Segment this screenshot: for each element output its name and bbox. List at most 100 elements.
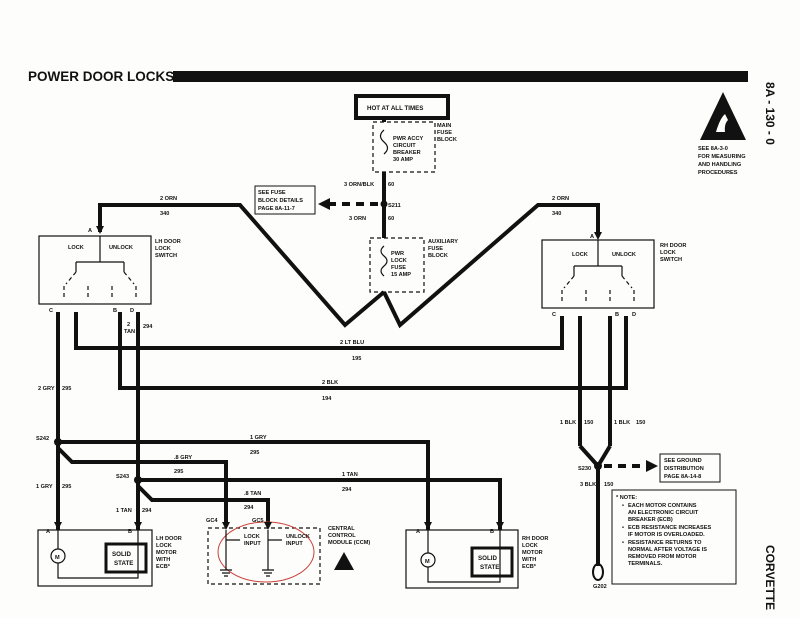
lh-switch-box — [38, 235, 152, 305]
svg-text:MAIN: MAIN — [437, 123, 451, 129]
fuse-symbol — [380, 245, 388, 277]
esd-line-1: SEE 8A-3-0 — [698, 146, 728, 152]
svg-text:BREAKER: BREAKER — [393, 150, 421, 156]
svg-text:LOCK: LOCK — [572, 252, 588, 258]
svg-text:1 BLK: 1 BLK — [560, 420, 576, 426]
svg-text:CENTRAL: CENTRAL — [328, 526, 355, 532]
gry-1-wire — [58, 440, 430, 530]
svg-text:195: 195 — [352, 356, 361, 362]
page-title: POWER DOOR LOCKS — [28, 69, 174, 84]
unlock-input-ground — [262, 530, 274, 577]
fuse-details-ref — [254, 185, 316, 215]
esd-warning-icon — [700, 92, 746, 140]
tan-8-wire — [136, 484, 270, 522]
svg-text:3 ORN: 3 ORN — [349, 216, 366, 222]
svg-text:EACH MOTOR CONTAINS: EACH MOTOR CONTAINS — [628, 503, 697, 509]
svg-text:PWR: PWR — [391, 251, 404, 257]
svg-text:1 BLK: 1 BLK — [614, 420, 630, 426]
svg-text:NORMAL AFTER VOLTAGE IS: NORMAL AFTER VOLTAGE IS — [628, 547, 707, 553]
svg-text:A: A — [416, 529, 420, 535]
svg-text:LOCK: LOCK — [660, 250, 676, 256]
svg-text:295: 295 — [62, 386, 71, 392]
svg-text:S230: S230 — [578, 466, 591, 472]
svg-text:294: 294 — [143, 324, 153, 330]
svg-text:LOCK: LOCK — [391, 258, 407, 264]
rh-orn-wire — [382, 203, 600, 329]
svg-text:A: A — [46, 529, 50, 535]
lh-orn-wire — [98, 203, 386, 328]
hot-label: HOT AT ALL TIMES — [367, 105, 423, 112]
ground-ref — [659, 453, 721, 483]
svg-text:ECB RESISTANCE INCREASES: ECB RESISTANCE INCREASES — [628, 525, 711, 531]
svg-text:LOCK: LOCK — [68, 245, 84, 251]
svg-text:ECB*: ECB* — [156, 564, 171, 570]
ground-eyelet-icon — [592, 563, 604, 581]
esd-line-3: AND HANDLING — [698, 162, 741, 168]
svg-text:SEE GROUND: SEE GROUND — [664, 458, 702, 464]
svg-text:SWITCH: SWITCH — [660, 257, 682, 263]
svg-text:G202: G202 — [593, 584, 607, 590]
tan-1-wire — [138, 478, 502, 530]
svg-text:3 BLK: 3 BLK — [580, 482, 596, 488]
svg-text:LOCK: LOCK — [522, 543, 538, 549]
svg-text:IF MOTOR IS OVERLOADED.: IF MOTOR IS OVERLOADED. — [628, 532, 705, 538]
svg-text:LH DOOR: LH DOOR — [155, 239, 181, 245]
svg-text:FUSE: FUSE — [391, 265, 406, 271]
svg-text:•: • — [622, 503, 624, 509]
svg-text:INPUT: INPUT — [286, 541, 303, 547]
svg-text:TERMINALS.: TERMINALS. — [628, 561, 663, 567]
svg-text:340: 340 — [552, 211, 561, 217]
lh-solid-state — [104, 542, 148, 574]
svg-text:B: B — [128, 529, 132, 535]
svg-text:LOCK: LOCK — [156, 543, 172, 549]
svg-text:GC5: GC5 — [252, 518, 264, 524]
svg-text:MODULE (CCM): MODULE (CCM) — [328, 540, 370, 546]
note-box — [611, 489, 737, 585]
svg-text:SOLID: SOLID — [112, 551, 131, 558]
esd-line-2: FOR MEASURING — [698, 154, 746, 160]
svg-text:BREAKER (ECB): BREAKER (ECB) — [628, 517, 673, 523]
svg-text:60: 60 — [388, 182, 394, 188]
svg-text:A: A — [590, 234, 594, 240]
svg-text:B: B — [490, 529, 494, 535]
svg-text:.8 GRY: .8 GRY — [174, 455, 192, 461]
svg-text:CIRCUIT: CIRCUIT — [393, 143, 416, 149]
svg-text:1 TAN: 1 TAN — [116, 508, 132, 514]
svg-text:UNLOCK: UNLOCK — [109, 245, 133, 251]
page-code: 8A - 130 - 0 — [763, 82, 777, 145]
svg-text:•: • — [622, 540, 624, 546]
svg-text:S211: S211 — [388, 203, 401, 209]
svg-text:C: C — [552, 312, 556, 318]
svg-text:BLOCK DETAILS: BLOCK DETAILS — [258, 198, 303, 204]
rh-motor-box — [405, 529, 519, 589]
esd-line-4: PROCEDURES — [698, 170, 738, 176]
svg-text:WITH: WITH — [522, 557, 536, 563]
svg-text:LH DOOR: LH DOOR — [156, 536, 182, 542]
svg-text:REMOVED FROM MOTOR: REMOVED FROM MOTOR — [628, 554, 697, 560]
svg-text:D: D — [130, 308, 134, 314]
svg-text:295: 295 — [174, 469, 183, 475]
svg-text:LOCK: LOCK — [155, 246, 171, 252]
svg-text:295: 295 — [250, 450, 259, 456]
svg-text:SEE FUSE: SEE FUSE — [258, 190, 286, 196]
svg-text:B: B — [615, 312, 619, 318]
svg-text:150: 150 — [584, 420, 593, 426]
svg-text:AN ELECTRONIC CIRCUIT: AN ELECTRONIC CIRCUIT — [628, 510, 699, 516]
lt-blu-wire — [74, 312, 564, 350]
svg-text:294: 294 — [244, 505, 254, 511]
svg-text:UNLOCK: UNLOCK — [612, 252, 636, 258]
svg-text:RH DOOR: RH DOOR — [522, 536, 548, 542]
svg-text:1 GRY: 1 GRY — [36, 484, 53, 490]
splice-s211 — [380, 200, 388, 208]
svg-text:PAGE 8A-11-7: PAGE 8A-11-7 — [258, 206, 295, 212]
svg-text:FUSE: FUSE — [437, 130, 452, 136]
aux-fuse-block — [369, 237, 425, 293]
svg-text:2 BLK: 2 BLK — [322, 380, 338, 386]
svg-text:WITH: WITH — [156, 557, 170, 563]
svg-text:STATE: STATE — [114, 560, 133, 567]
svg-text:2 LT BLU: 2 LT BLU — [340, 340, 364, 346]
svg-text:S243: S243 — [116, 474, 129, 480]
hot-at-all-times-box — [354, 94, 450, 120]
svg-text:TAN: TAN — [124, 329, 135, 335]
svg-text:MOTOR: MOTOR — [522, 550, 543, 556]
